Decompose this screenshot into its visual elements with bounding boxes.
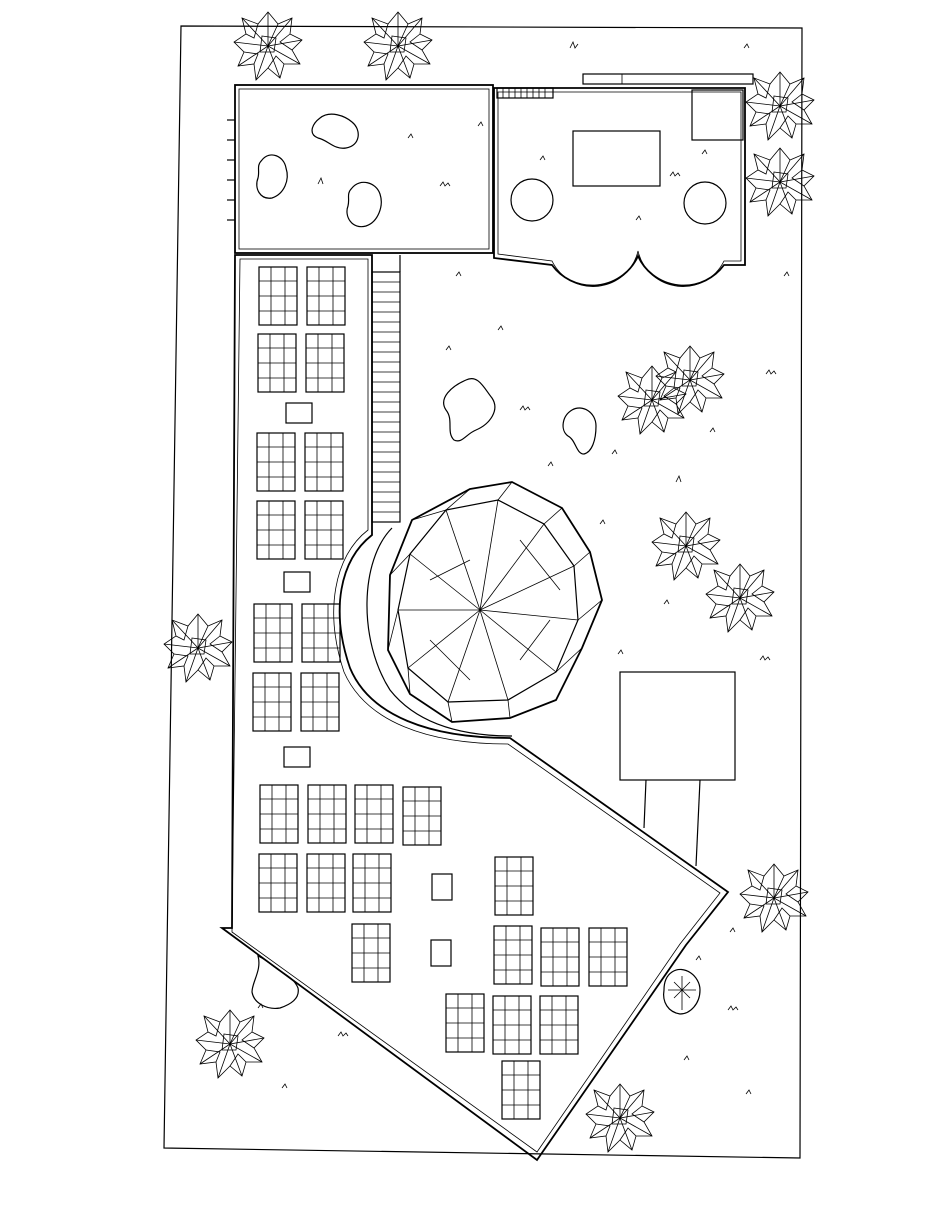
parking-lot <box>219 254 730 1162</box>
water-feature <box>572 130 661 187</box>
tree-icon <box>651 511 721 581</box>
stall-block <box>354 784 394 844</box>
stall-block <box>256 500 296 560</box>
stall-block <box>492 995 532 1055</box>
stall-block <box>304 432 344 492</box>
pond <box>251 955 299 1009</box>
stall-block <box>540 927 580 987</box>
dome-path <box>366 527 513 737</box>
stall-block <box>306 853 346 913</box>
stall-block <box>305 333 345 393</box>
stall-block <box>258 266 298 326</box>
geodesic-dome <box>387 481 603 723</box>
stall-block <box>300 672 340 732</box>
stall-block <box>307 784 347 844</box>
tree-icon <box>617 365 687 435</box>
building-plaza <box>493 87 746 287</box>
stall-block <box>259 784 299 844</box>
stall-block <box>494 856 534 916</box>
stall-block <box>539 995 579 1055</box>
grass-tufts <box>257 40 790 1095</box>
stall-block <box>258 853 298 913</box>
tree-icon <box>739 863 809 933</box>
tree-icon <box>233 11 303 81</box>
stall-block <box>256 432 296 492</box>
stall-block <box>493 925 533 985</box>
pond <box>346 181 382 228</box>
pond <box>256 154 288 199</box>
stall-block <box>501 1060 541 1120</box>
stall-block <box>588 927 628 987</box>
tree-icon <box>195 1009 265 1079</box>
stall-block <box>253 603 293 663</box>
stall-block <box>304 500 344 560</box>
site-boundary <box>163 25 803 1159</box>
corner-room <box>691 89 744 141</box>
pond <box>562 407 597 455</box>
planter <box>430 939 452 967</box>
tree-icon <box>745 71 815 141</box>
tree-icon <box>363 11 433 81</box>
planter <box>431 873 453 901</box>
pond <box>311 113 359 149</box>
stall-block <box>352 853 392 913</box>
tree-icon <box>163 613 233 683</box>
ramp-stair <box>371 271 401 523</box>
stall-block <box>257 333 297 393</box>
planter <box>285 402 313 424</box>
stall-block <box>301 603 341 663</box>
building-courtyard <box>234 84 494 254</box>
pond <box>663 968 701 1015</box>
pavilion <box>619 671 736 781</box>
crosshatch-feature <box>668 976 696 1010</box>
round-planter <box>510 178 554 222</box>
planter <box>283 746 311 768</box>
tree-icon <box>585 1083 655 1153</box>
planter <box>283 571 311 593</box>
stall-block <box>402 786 442 846</box>
stair <box>496 87 554 99</box>
tree-icon <box>745 147 815 217</box>
window-marks <box>227 119 235 221</box>
round-planter <box>683 181 727 225</box>
pond <box>443 378 496 442</box>
stall-block <box>445 993 485 1053</box>
tree-icon <box>705 563 775 633</box>
tree-icon <box>655 345 725 415</box>
stall-block <box>351 923 391 983</box>
stall-block <box>306 266 346 326</box>
stall-block <box>252 672 292 732</box>
